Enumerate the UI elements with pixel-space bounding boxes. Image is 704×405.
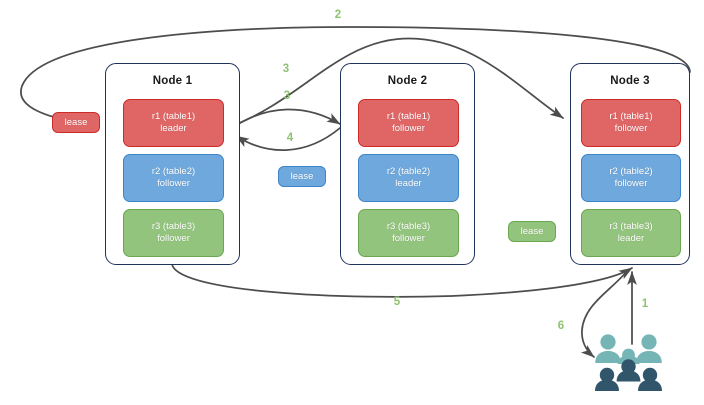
replica-name: r3 (table3) bbox=[386, 221, 431, 232]
node-title: Node 1 bbox=[152, 75, 193, 87]
replica-role: leader bbox=[617, 233, 645, 244]
replica-chip-n3r2[interactable]: r2 (table2) follower bbox=[581, 154, 681, 202]
step-label-3-node1-node2: 3 bbox=[283, 90, 291, 102]
step-label-2: 2 bbox=[334, 9, 342, 21]
replica-name: r2 (table2) bbox=[609, 166, 653, 177]
step-label-4: 4 bbox=[286, 132, 294, 144]
node-title: Node 3 bbox=[610, 75, 650, 87]
replica-role: follower bbox=[392, 123, 425, 134]
replica-role: follower bbox=[392, 233, 425, 244]
replica-chip-n2r3[interactable]: r3 (table3) follower bbox=[358, 209, 459, 257]
people-group-icon bbox=[595, 334, 662, 391]
replica-name: r2 (table2) bbox=[386, 166, 431, 177]
node-title: Node 2 bbox=[387, 75, 428, 87]
step-label-5: 5 bbox=[393, 296, 401, 308]
replica-name: r2 (table2) bbox=[151, 166, 196, 177]
node-container-node1[interactable]: Node 1 r1 (table1) leader r2 (table2) fo… bbox=[105, 63, 240, 265]
replica-role: follower bbox=[157, 178, 190, 189]
replica-chip-n2r1[interactable]: r1 (table1) follower bbox=[358, 99, 459, 147]
step-label-3-node1-node3: 3 bbox=[282, 63, 290, 75]
node-container-node2[interactable]: Node 2 r1 (table1) follower r2 (table2) … bbox=[340, 63, 475, 265]
replica-role: leader bbox=[395, 178, 422, 189]
replica-role: leader bbox=[160, 123, 187, 134]
step-label-6: 6 bbox=[557, 320, 565, 332]
replica-name: r1 (table1) bbox=[386, 111, 431, 122]
replica-role: follower bbox=[157, 233, 190, 244]
replica-role: follower bbox=[614, 123, 648, 134]
arrow-step-3-node1-to-node2 bbox=[231, 108, 341, 129]
replica-role: follower bbox=[614, 178, 648, 189]
replica-chip-n1r1[interactable]: r1 (table1) leader bbox=[123, 99, 224, 147]
replica-name: r3 (table3) bbox=[151, 221, 196, 232]
arrow-step-5 bbox=[171, 263, 633, 298]
replica-chip-n1r2[interactable]: r2 (table2) follower bbox=[123, 154, 224, 202]
replica-name: r3 (table3) bbox=[609, 221, 653, 232]
replica-chip-n3r3[interactable]: r3 (table3) leader bbox=[581, 209, 681, 257]
step-label-1: 1 bbox=[641, 298, 649, 310]
replica-name: r1 (table1) bbox=[609, 111, 653, 122]
lease-badge-table1[interactable]: lease bbox=[52, 112, 100, 133]
lease-badge-table2[interactable]: lease bbox=[278, 166, 326, 187]
replica-chip-n2r2[interactable]: r2 (table2) leader bbox=[358, 154, 459, 202]
replica-chip-n3r1[interactable]: r1 (table1) follower bbox=[581, 99, 681, 147]
lease-badge-table3[interactable]: lease bbox=[508, 221, 556, 242]
node-container-node3[interactable]: Node 3 r1 (table1) follower r2 (table2) … bbox=[570, 63, 690, 265]
replica-name: r1 (table1) bbox=[151, 111, 196, 122]
replica-chip-n1r3[interactable]: r3 (table3) follower bbox=[123, 209, 224, 257]
